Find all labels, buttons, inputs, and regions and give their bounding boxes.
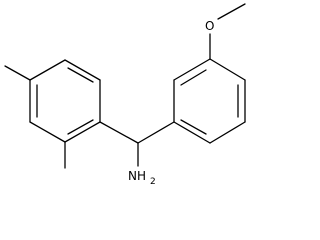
ring-b-bond-3 [209, 58, 246, 81]
para-methyl-bond [4, 65, 31, 81]
ring-a-bond-4 [29, 121, 66, 143]
amine-label: NH [128, 169, 146, 183]
ring-b-bond-5 [209, 121, 246, 144]
amine-subscript: 2 [150, 177, 156, 187]
ring-a-bond-1 [64, 59, 101, 81]
ring-b-double-3 [180, 119, 207, 135]
ring-a-double-2 [67, 119, 94, 135]
ring-a-bond-3 [64, 121, 101, 143]
ring-b-bond-2 [173, 58, 211, 81]
oxygen-to-methyl-bond [217, 3, 246, 20]
oxygen-label: O [205, 19, 214, 33]
ring-b-bond-6 [173, 121, 211, 144]
ring-b-double-1 [180, 69, 207, 86]
structure-canvas: O NH 2 [4, 3, 246, 187]
ring-a-bond-6 [29, 59, 66, 81]
methoxyphenyl-ring [173, 58, 246, 144]
ring-a-double-1 [67, 67, 94, 83]
central-to-ring-b-bond [137, 121, 175, 144]
molecule-diagram: O NH 2 [4, 3, 246, 187]
dimethylphenyl-ring [29, 59, 101, 143]
ring-a-to-central-bond [99, 121, 139, 144]
